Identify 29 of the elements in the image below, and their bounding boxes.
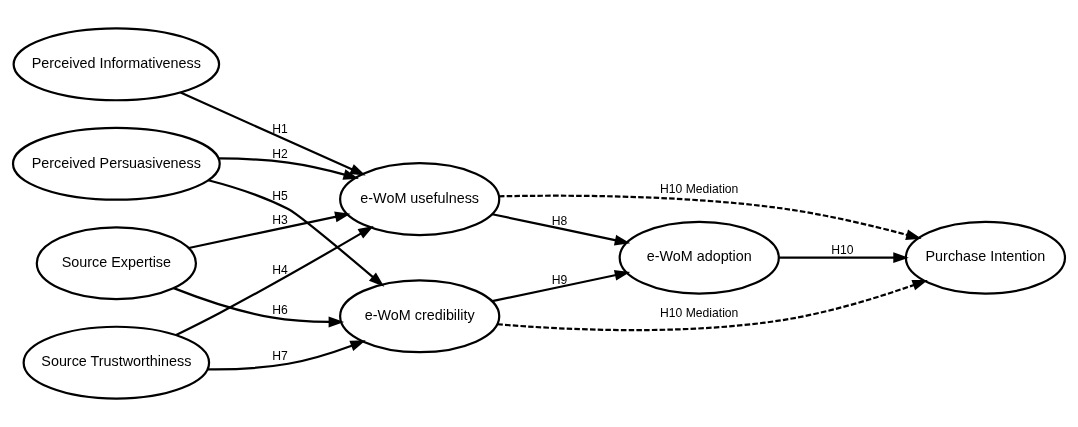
arrow bbox=[175, 225, 374, 336]
arrow bbox=[492, 213, 631, 246]
arrow bbox=[499, 194, 922, 240]
arrow bbox=[207, 340, 366, 371]
arrow bbox=[218, 157, 359, 180]
edge-label: H6 bbox=[272, 302, 288, 317]
edge-label: H10 Mediation bbox=[660, 306, 739, 321]
node-ellipse: e-WoM adoption bbox=[618, 220, 780, 295]
edge-label: H1 bbox=[272, 121, 288, 136]
edge-label: H5 bbox=[272, 189, 288, 204]
node-ellipse: Perceived Persuasiveness bbox=[11, 126, 221, 201]
node-ellipse: Source Trustworthiness bbox=[22, 325, 211, 400]
edge-label: H7 bbox=[272, 349, 288, 364]
edge-label: H3 bbox=[272, 213, 288, 228]
edge-label: H10 bbox=[831, 243, 854, 258]
arrow bbox=[173, 287, 345, 328]
arrow bbox=[497, 280, 928, 332]
edge-label: H10 Mediation bbox=[660, 182, 739, 197]
edge-label: H9 bbox=[551, 273, 568, 287]
arrow bbox=[188, 211, 351, 250]
node-ellipse: Source Expertise bbox=[35, 226, 197, 301]
arrow bbox=[492, 269, 631, 303]
arrow bbox=[180, 91, 366, 176]
edge-label: H4 bbox=[272, 263, 288, 278]
edge-label: H8 bbox=[551, 214, 568, 229]
arrow bbox=[208, 179, 385, 287]
node-ellipse: Perceived Informativeness bbox=[12, 27, 221, 102]
edge-label: H2 bbox=[272, 147, 288, 162]
arrow bbox=[779, 252, 909, 264]
